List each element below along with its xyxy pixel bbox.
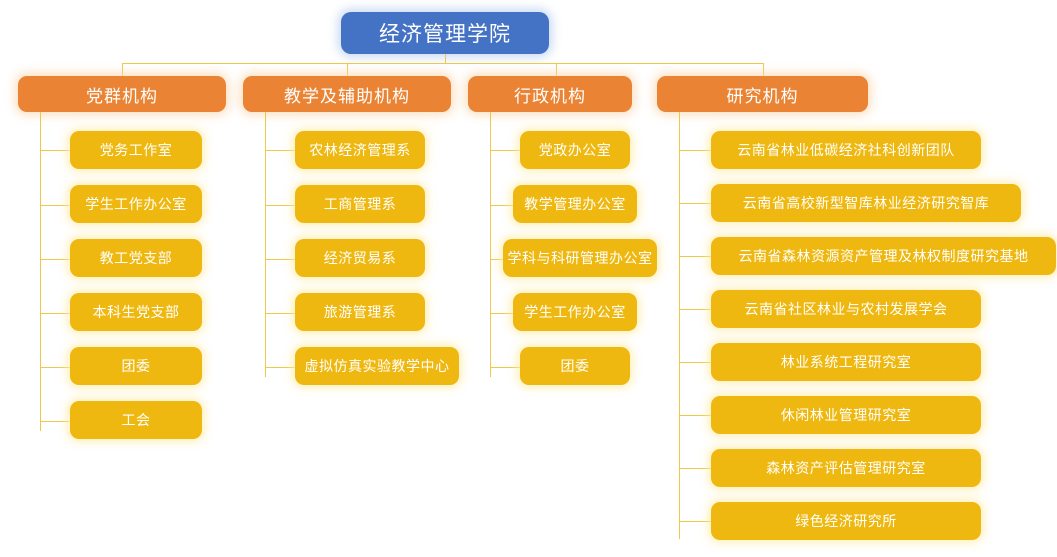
connector-stub-1-1 [40, 150, 70, 151]
connector-stub-4-3 [679, 256, 711, 257]
connector-stub-3-1 [490, 150, 520, 151]
node-leaf-2-5[interactable]: 虚拟仿真实验教学中心 [295, 347, 459, 385]
node-branch-jiaoxue[interactable]: 教学及辅助机构 [243, 76, 451, 112]
connector-drop-branch-2 [347, 63, 348, 76]
node-leaf-3-5-label: 团委 [560, 358, 590, 374]
connector-stub-1-5 [40, 367, 70, 368]
connector-stub-3-5 [490, 367, 520, 368]
connector-stub-4-6 [679, 415, 711, 416]
node-leaf-4-2[interactable]: 云南省高校新型智库林业经济研究智库 [711, 184, 1021, 222]
node-leaf-1-6[interactable]: 工会 [70, 401, 202, 439]
node-leaf-4-5-label: 林业系统工程研究室 [780, 354, 912, 370]
connector-level2-bus [122, 63, 763, 64]
node-leaf-4-8-label: 绿色经济研究所 [795, 513, 897, 529]
node-root-label: 经济管理学院 [379, 23, 511, 46]
connector-stub-2-1 [265, 150, 295, 151]
node-leaf-2-4-label: 旅游管理系 [323, 304, 397, 320]
connector-stub-1-3 [40, 259, 70, 260]
connector-stub-2-5 [265, 367, 295, 368]
node-leaf-2-2-label: 工商管理系 [323, 196, 397, 212]
node-leaf-3-2[interactable]: 教学管理办公室 [513, 185, 637, 223]
node-leaf-4-3-label: 云南省森林资源资产管理及林权制度研究基地 [738, 248, 1029, 264]
node-branch-dangqun-label: 党群机构 [86, 86, 158, 106]
node-leaf-4-6-label: 休闲林业管理研究室 [780, 407, 912, 423]
connector-stub-1-2 [40, 205, 70, 206]
connector-stub-4-1 [679, 150, 711, 151]
connector-spine-branch-2 [265, 112, 266, 377]
connector-drop-branch-1 [122, 63, 123, 76]
connector-stub-3-4 [490, 313, 520, 314]
node-branch-dangqun[interactable]: 党群机构 [18, 76, 226, 112]
node-branch-yanjiu[interactable]: 研究机构 [657, 76, 868, 112]
node-leaf-3-1[interactable]: 党政办公室 [520, 131, 630, 169]
node-leaf-4-4[interactable]: 云南省社区林业与农村发展学会 [711, 290, 981, 328]
node-branch-xingzheng-label: 行政机构 [514, 86, 586, 106]
connector-stub-3-2 [490, 205, 520, 206]
node-leaf-2-1-label: 农林经济管理系 [309, 142, 411, 158]
node-leaf-1-3[interactable]: 教工党支部 [70, 239, 202, 277]
node-leaf-2-4[interactable]: 旅游管理系 [295, 293, 425, 331]
node-leaf-3-4-label: 学生工作办公室 [524, 304, 626, 320]
node-branch-yanjiu-label: 研究机构 [726, 86, 799, 106]
node-leaf-3-4[interactable]: 学生工作办公室 [513, 293, 637, 331]
node-leaf-3-3-label: 学科与科研管理办公室 [507, 250, 653, 266]
node-leaf-4-7[interactable]: 森林资产评估管理研究室 [711, 449, 981, 487]
node-branch-jiaoxue-label: 教学及辅助机构 [284, 86, 410, 106]
node-leaf-1-6-label: 工会 [121, 412, 151, 428]
connector-stub-4-2 [679, 203, 711, 204]
connector-spine-branch-4 [679, 112, 680, 539]
node-leaf-2-2[interactable]: 工商管理系 [295, 185, 425, 223]
node-leaf-4-3[interactable]: 云南省森林资源资产管理及林权制度研究基地 [711, 237, 1056, 275]
node-leaf-4-1[interactable]: 云南省林业低碳经济社科创新团队 [711, 131, 981, 169]
connector-spine-branch-1 [40, 112, 41, 431]
node-leaf-1-4-label: 本科生党支部 [92, 304, 180, 320]
node-branch-xingzheng[interactable]: 行政机构 [468, 76, 632, 112]
node-leaf-3-3[interactable]: 学科与科研管理办公室 [503, 239, 657, 277]
node-leaf-4-6[interactable]: 休闲林业管理研究室 [711, 396, 981, 434]
node-leaf-1-3-label: 教工党支部 [99, 250, 173, 266]
node-leaf-2-5-label: 虚拟仿真实验教学中心 [304, 358, 450, 374]
node-leaf-1-1[interactable]: 党务工作室 [70, 131, 202, 169]
connector-drop-branch-3 [556, 63, 557, 76]
connector-root-stem [445, 54, 446, 63]
connector-stub-2-3 [265, 259, 295, 260]
node-leaf-1-5-label: 团委 [121, 358, 151, 374]
node-leaf-3-1-label: 党政办公室 [538, 142, 612, 158]
connector-stub-4-8 [679, 521, 711, 522]
node-leaf-4-4-label: 云南省社区林业与农村发展学会 [744, 301, 948, 317]
connector-stub-2-2 [265, 205, 295, 206]
node-leaf-1-4[interactable]: 本科生党支部 [70, 293, 202, 331]
connector-stub-1-4 [40, 313, 70, 314]
node-leaf-3-5[interactable]: 团委 [520, 347, 630, 385]
node-leaf-1-5[interactable]: 团委 [70, 347, 202, 385]
connector-stub-2-4 [265, 313, 295, 314]
node-leaf-1-2[interactable]: 学生工作办公室 [70, 185, 202, 223]
node-leaf-4-8[interactable]: 绿色经济研究所 [711, 502, 981, 540]
node-leaf-4-1-label: 云南省林业低碳经济社科创新团队 [737, 142, 955, 158]
node-leaf-3-2-label: 教学管理办公室 [524, 196, 626, 212]
connector-spine-branch-3 [490, 112, 491, 377]
connector-stub-4-7 [679, 468, 711, 469]
node-leaf-2-3[interactable]: 经济贸易系 [295, 239, 425, 277]
node-leaf-1-2-label: 学生工作办公室 [85, 196, 187, 212]
node-leaf-1-1-label: 党务工作室 [99, 142, 173, 158]
node-leaf-4-5[interactable]: 林业系统工程研究室 [711, 343, 981, 381]
node-leaf-4-7-label: 森林资产评估管理研究室 [766, 460, 926, 476]
connector-stub-4-5 [679, 362, 711, 363]
node-leaf-2-1[interactable]: 农林经济管理系 [295, 131, 425, 169]
node-root[interactable]: 经济管理学院 [341, 12, 549, 54]
connector-stub-1-6 [40, 421, 70, 422]
node-leaf-4-2-label: 云南省高校新型智库林业经济研究智库 [742, 195, 990, 211]
connector-drop-branch-4 [763, 63, 764, 76]
connector-stub-4-4 [679, 309, 711, 310]
node-leaf-2-3-label: 经济贸易系 [323, 250, 397, 266]
